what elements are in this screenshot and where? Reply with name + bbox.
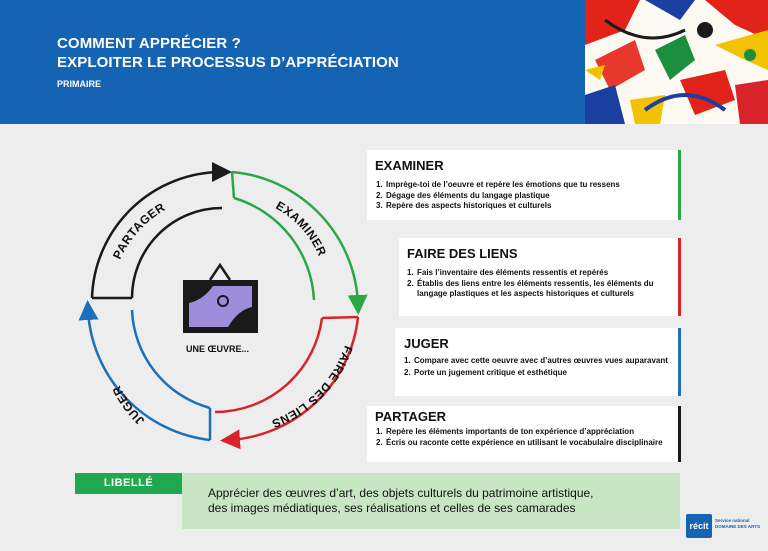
title-line-1: COMMENT APPRÉCIER ? xyxy=(57,35,241,52)
card-accent-bar xyxy=(678,150,681,220)
abstract-painting-image xyxy=(585,0,768,124)
list-item: 1.Imprège-toi de l’oeuvre et repère les … xyxy=(376,180,620,189)
partager-segment xyxy=(90,162,232,300)
card-title: FAIRE DES LIENS xyxy=(407,246,518,261)
artwork-label: UNE ŒUVRE... xyxy=(186,344,250,354)
title-line-2: EXPLOITER LE PROCESSUS D’APPRÉCIATION xyxy=(57,54,399,71)
list-item: 1.Compare avec cette oeuvre avec d’autre… xyxy=(404,356,668,365)
juger-card: JUGER 1.Compare avec cette oeuvre avec d… xyxy=(395,328,681,396)
header-banner: COMMENT APPRÉCIER ? EXPLOITER LE PROCESS… xyxy=(0,0,768,124)
libelle-tag: LIBELLÉ xyxy=(75,473,182,494)
cycle-label-partager: PARTAGER xyxy=(110,200,168,261)
partager-list: 1.Repère les éléments importants de ton … xyxy=(376,427,672,448)
artwork-frame-icon xyxy=(183,262,258,333)
list-item: 2.Porte un jugement critique et esthétiq… xyxy=(404,367,567,377)
libelle-box: Apprécier des œuvres d’art, des objets c… xyxy=(182,473,680,529)
examiner-list: 1.Imprège-toi de l’oeuvre et repère les … xyxy=(376,180,666,212)
appreciation-cycle-diagram: EXAMINER FAIRE DES LIENS JUGER PARTAGER xyxy=(78,162,368,450)
examiner-card: EXAMINER 1.Imprège-toi de l’oeuvre et re… xyxy=(367,150,681,220)
list-item: 3.Repère des aspects historiques et cult… xyxy=(376,201,552,210)
card-title: JUGER xyxy=(404,336,449,351)
libelle-line-1: Apprécier des œuvres d’art, des objets c… xyxy=(208,486,594,500)
libelle-line-2: des images médiatiques, ses réalisations… xyxy=(208,501,576,515)
list-item: 2.Établis des liens entre les éléments r… xyxy=(407,278,654,299)
card-accent-bar xyxy=(678,238,681,316)
cycle-label-juger: JUGER xyxy=(109,383,147,427)
page-title: COMMENT APPRÉCIER ? EXPLOITER LE PROCESS… xyxy=(57,34,399,72)
recit-logo: récit Service national DOMAINE DES ARTS xyxy=(686,512,766,540)
page-subtitle: PRIMAIRE xyxy=(57,79,102,89)
card-title: EXAMINER xyxy=(375,158,444,173)
partager-card: PARTAGER 1.Repère les éléments important… xyxy=(367,406,681,462)
juger-list: 1.Compare avec cette oeuvre avec d’autre… xyxy=(404,356,674,378)
juger-segment xyxy=(78,300,212,442)
recit-logo-mark: récit xyxy=(686,514,712,538)
card-accent-bar xyxy=(678,328,681,396)
recit-logo-text: Service national DOMAINE DES ARTS xyxy=(715,518,761,529)
list-item: 2.Dégage des éléments du langage plastiq… xyxy=(376,190,550,200)
faire-des-liens-segment xyxy=(214,315,360,450)
faire-des-liens-list: 1.Fais l’inventaire des éléments ressent… xyxy=(407,268,677,300)
faire-des-liens-card: FAIRE DES LIENS 1.Fais l’inventaire des … xyxy=(399,238,681,316)
examiner-segment xyxy=(230,170,368,315)
card-accent-bar xyxy=(678,406,681,462)
list-item: 1.Fais l’inventaire des éléments ressent… xyxy=(407,268,609,277)
list-item: 1.Repère les éléments importants de ton … xyxy=(376,427,635,436)
list-item: 2.Écris ou raconte cette expérience en u… xyxy=(376,437,663,447)
card-title: PARTAGER xyxy=(375,409,447,424)
libelle-text: Apprécier des œuvres d’art, des objets c… xyxy=(208,486,594,516)
